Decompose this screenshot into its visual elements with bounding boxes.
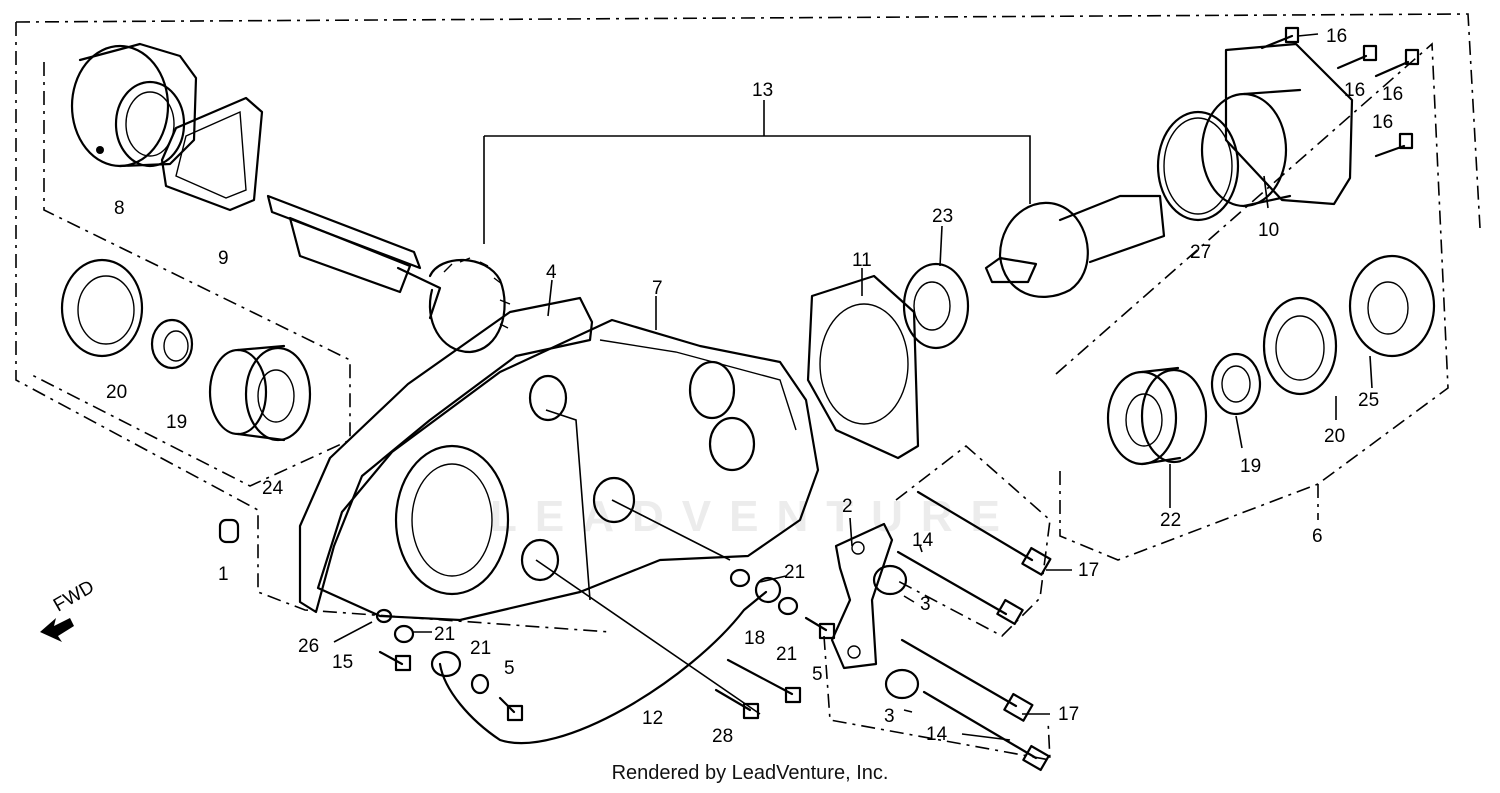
- fwd-arrow-icon: [40, 618, 74, 642]
- bearing-24: [208, 344, 312, 442]
- callout-21: 21: [434, 624, 455, 645]
- washers-21: [375, 568, 799, 695]
- o-ring-27: [1156, 110, 1240, 222]
- callout-8: 8: [114, 198, 125, 219]
- callout-5: 5: [812, 664, 823, 685]
- bolt-box: [823, 444, 1051, 761]
- final-gear-case-7: [316, 318, 820, 622]
- callout-7: 7: [652, 278, 663, 299]
- callout-19: 19: [1240, 456, 1261, 477]
- callout-numbers: 1 2 3 3 4 5 5 6 7 8 9 10 11 12 13 14 14 …: [50, 26, 1403, 747]
- callout-10: 10: [1258, 220, 1279, 241]
- callout-17: 17: [1058, 704, 1079, 725]
- callout-21: 21: [776, 644, 797, 665]
- bearing-25: [1348, 254, 1436, 358]
- callout-18: 18: [744, 628, 765, 649]
- fwd-label: FWD: [50, 577, 98, 617]
- callout-13: 13: [752, 80, 773, 101]
- watermark: LEADVENTURE: [490, 492, 1019, 541]
- gasket-11: [806, 274, 920, 460]
- callout-20: 20: [1324, 426, 1345, 447]
- callout-12: 12: [642, 708, 663, 729]
- callout-19: 19: [166, 412, 187, 433]
- callout-14: 14: [912, 530, 934, 551]
- callout-24: 24: [262, 478, 284, 499]
- callout-23: 23: [932, 206, 953, 227]
- callout-26: 26: [298, 636, 319, 657]
- callout-16: 16: [1326, 26, 1347, 47]
- bolts-16: [1260, 26, 1420, 158]
- callout-3: 3: [884, 706, 895, 727]
- callout-28: 28: [712, 726, 733, 747]
- callout-22: 22: [1160, 510, 1181, 531]
- callout-21: 21: [470, 638, 491, 659]
- callout-5: 5: [504, 658, 515, 679]
- bearing-22: [1106, 366, 1208, 466]
- bearing-23: [902, 262, 970, 350]
- housing-flange-8: [70, 42, 198, 168]
- long-bolts: [896, 490, 1052, 772]
- pinion-shaft: [266, 194, 511, 354]
- breather-tube-12: [430, 576, 782, 745]
- housing-flange-10: [1200, 42, 1354, 208]
- right-bearing-box: [1055, 42, 1449, 561]
- leader-lines: [333, 33, 1373, 741]
- gasket-9: [160, 96, 264, 212]
- ring-gear: [984, 194, 1166, 298]
- callout-2: 2: [842, 496, 853, 517]
- callout-21: 21: [784, 562, 805, 583]
- callout-27: 27: [1190, 242, 1211, 263]
- outer-boundary: [15, 13, 1481, 633]
- callout-4: 4: [546, 262, 557, 283]
- callout-1: 1: [218, 564, 229, 585]
- callout-14: 14: [926, 724, 948, 745]
- small-bolts: [378, 616, 836, 722]
- bracket-13: [483, 100, 1031, 244]
- callout-9: 9: [218, 248, 229, 269]
- collar-3-upper: [872, 564, 908, 596]
- callout-25: 25: [1358, 390, 1379, 411]
- lock-nut-19-right: [1210, 352, 1262, 416]
- bracket-2: [830, 522, 894, 670]
- left-bearing-box: [29, 62, 351, 487]
- callout-15: 15: [332, 652, 353, 673]
- callout-11: 11: [852, 250, 872, 271]
- footer-credit: Rendered by LeadVenture, Inc.: [611, 762, 889, 784]
- callout-16: 16: [1382, 84, 1403, 105]
- callout-16: 16: [1344, 80, 1365, 101]
- callout-17: 17: [1078, 560, 1099, 581]
- callout-3: 3: [920, 594, 931, 615]
- collar-3-lower: [884, 668, 920, 700]
- oil-seal-20-left: [60, 258, 144, 358]
- callout-20: 20: [106, 382, 127, 403]
- callout-6: 6: [1312, 526, 1323, 547]
- callout-16: 16: [1372, 112, 1393, 133]
- oil-seal-20-right: [1262, 296, 1338, 396]
- lock-nut-19-left: [150, 318, 194, 370]
- cap-1: [218, 518, 240, 544]
